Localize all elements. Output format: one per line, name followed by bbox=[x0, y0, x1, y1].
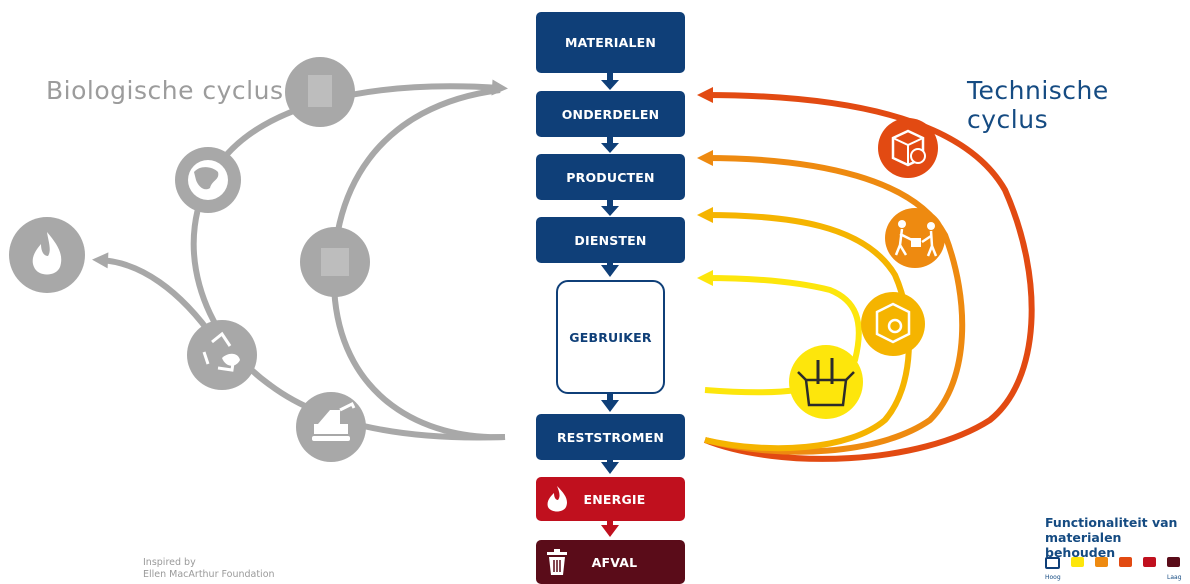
technical-cycle-title: Technische cyclus bbox=[967, 76, 1109, 134]
credit-line-1: Inspired by bbox=[143, 557, 196, 568]
recycle-leaf-icon bbox=[187, 320, 257, 390]
legend-title: Functionaliteit van materialen behouden bbox=[1045, 515, 1178, 560]
flow-box-diensten: DIENSTEN bbox=[536, 217, 685, 263]
flow-label: DIENSTEN bbox=[574, 232, 647, 248]
tech-yellow-arc bbox=[697, 270, 862, 396]
flow-box-gebruiker: GEBRUIKER bbox=[556, 280, 665, 394]
refurbish-icon bbox=[861, 292, 925, 356]
legend-swatch-5 bbox=[1143, 557, 1156, 567]
flow-box-energie: ENERGIE bbox=[536, 477, 685, 521]
recycle-box-icon bbox=[878, 118, 938, 178]
legend-swatch-3 bbox=[1095, 557, 1108, 567]
bio-energy-arrow bbox=[92, 252, 218, 342]
flow-connectors bbox=[601, 73, 619, 474]
extraction-icon bbox=[296, 392, 366, 462]
legend-swatch-4 bbox=[1119, 557, 1132, 567]
legend-high-label: Hoog bbox=[1045, 574, 1061, 581]
flow-box-materialen: MATERIALEN bbox=[536, 12, 685, 73]
compost-icon bbox=[300, 227, 370, 297]
flow-box-producten: PRODUCTEN bbox=[536, 154, 685, 200]
flow-label: MATERIALEN bbox=[564, 35, 657, 50]
energy-flame-icon bbox=[547, 486, 567, 512]
globe-icon bbox=[175, 147, 241, 213]
toolbox-icon bbox=[789, 345, 863, 419]
legend-swatch-6 bbox=[1167, 557, 1180, 567]
transport-icon bbox=[885, 208, 945, 268]
legend-low-label: Laag bbox=[1167, 574, 1182, 581]
flow-box-afval: AFVAL bbox=[536, 540, 685, 584]
flow-connectors-red bbox=[601, 521, 619, 537]
tech-orange-arc bbox=[697, 150, 966, 455]
flow-label: GEBRUIKER bbox=[569, 329, 652, 345]
biological-cycle-title: Biologische cyclus bbox=[46, 76, 284, 105]
tech-red-arc bbox=[697, 87, 1035, 462]
flow-box-reststromen: RESTSTROMEN bbox=[536, 414, 685, 460]
flow-label: ENERGIE bbox=[583, 491, 646, 507]
flow-label: PRODUCTEN bbox=[566, 169, 655, 185]
flow-box-onderdelen: ONDERDELEN bbox=[536, 91, 685, 137]
flow-label: AFVAL bbox=[591, 554, 638, 570]
fire-icon bbox=[9, 217, 85, 293]
legend-swatch-1 bbox=[1045, 557, 1060, 569]
flow-label: ONDERDELEN bbox=[561, 106, 660, 122]
legend-swatch-2 bbox=[1071, 557, 1084, 567]
flow-label: RESTSTROMEN bbox=[556, 429, 665, 445]
trash-icon bbox=[547, 549, 567, 575]
credit-line-2: Ellen MacArthur Foundation bbox=[143, 569, 275, 580]
credit-text: Inspired by Ellen MacArthur Foundation bbox=[143, 557, 275, 581]
bio-inner-arc bbox=[330, 87, 506, 441]
food-icon bbox=[285, 57, 355, 127]
